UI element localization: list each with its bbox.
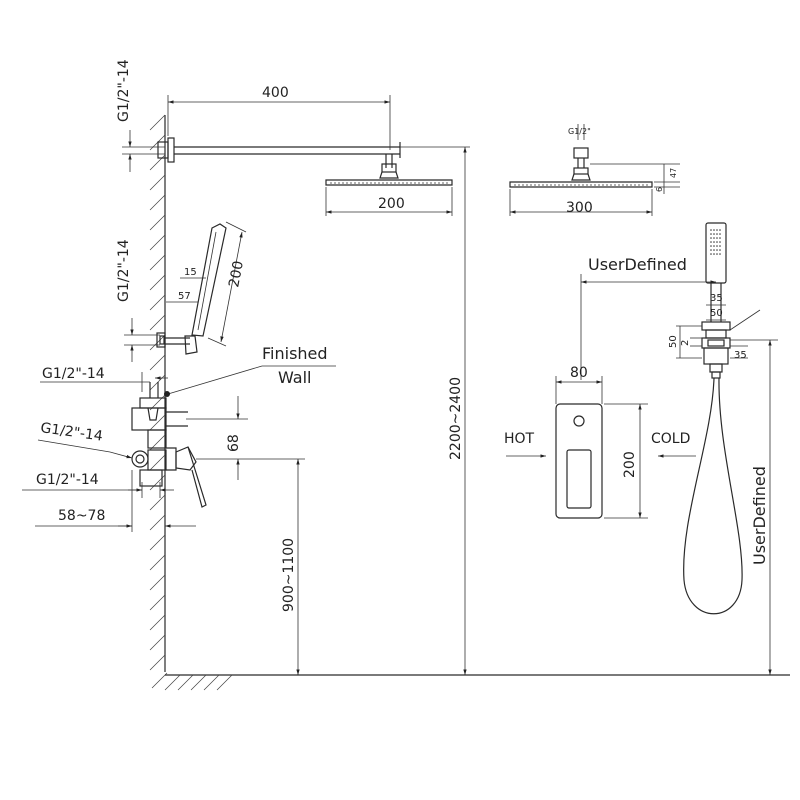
bracket-2-label: 2 [680, 340, 691, 346]
hand-shower-15-label: 15 [184, 267, 197, 278]
thread-left-2-label: G1/2"-14 [39, 420, 103, 445]
cold-label: COLD [651, 431, 690, 447]
head-height-47-label: 47 [669, 168, 678, 178]
hand-shower-bracket [701, 321, 731, 379]
hand-shower-holder [156, 223, 227, 355]
depth-dimension: 58~78 [35, 470, 196, 532]
hot-inlet: HOT [504, 431, 546, 458]
bracket-50-top-label: 50 [710, 308, 723, 319]
bracket-35-top-label: 35 [710, 293, 723, 304]
user-defined-horizontal-dimension: UserDefined [580, 255, 716, 380]
hand-shower-57-label: 57 [178, 291, 191, 302]
total-height-dimension: 2200~2400 [400, 146, 470, 675]
shower-hose [683, 377, 743, 615]
thread-left-1-label: G1/2"-14 [42, 366, 105, 382]
cold-inlet: COLD [651, 431, 696, 458]
total-height-label: 2200~2400 [448, 377, 464, 460]
head-thick-6-label: 6 [655, 187, 664, 192]
mixing-valve-body [131, 382, 207, 508]
top-thread-dimension: G1/2"-14 [116, 59, 165, 172]
panel-height-dimension: 200 [604, 403, 648, 519]
valve-height-dimension: 900~1100 [281, 459, 300, 675]
mid-thread-label: G1/2"-14 [116, 239, 132, 302]
rain-shower-head-300: G1/2" 300 [509, 124, 653, 216]
panel-width-label: 80 [570, 365, 588, 381]
depth-label: 58~78 [58, 508, 105, 524]
valve-panel-front [555, 403, 603, 519]
bracket-dimensions: 35 50 50 2 35 [668, 293, 761, 361]
head-width-200-label: 200 [378, 196, 405, 212]
shower-arm [157, 137, 401, 179]
hand-shower-front [705, 222, 727, 322]
panel-width-dimension: 80 [555, 365, 603, 404]
valve-68-label: 68 [226, 434, 242, 452]
finished-wall-label-1: Finished [262, 344, 328, 363]
floor [164, 674, 790, 691]
user-defined-top-label: UserDefined [588, 255, 687, 274]
finished-wall-callout: Finished Wall [164, 344, 336, 397]
arm-length-label: 400 [262, 85, 289, 101]
hand-shower-length-label: 200 [226, 259, 247, 288]
panel-height-label: 200 [622, 451, 638, 478]
valve-height-label: 900~1100 [281, 538, 297, 612]
thread-left-3: G1/2"-14 [22, 472, 174, 498]
hand-shower-dimensions: 200 15 57 [166, 221, 247, 347]
thread-left-3-label: G1/2"-14 [36, 472, 99, 488]
wall [149, 114, 168, 689]
bracket-50-side-label: 50 [668, 335, 679, 348]
rain-shower-head-200: 200 [325, 179, 453, 216]
user-defined-vertical-dimension: UserDefined [730, 339, 778, 675]
top-thread-label: G1/2"-14 [116, 59, 132, 122]
bracket-35-side-label: 35 [734, 350, 747, 361]
finished-wall-label-2: Wall [278, 368, 312, 387]
head-width-300-label: 300 [566, 200, 593, 216]
arm-length-dimension: 400 [167, 85, 391, 150]
hot-label: HOT [504, 431, 535, 447]
user-defined-side-label: UserDefined [750, 466, 769, 565]
mid-thread-dimension: G1/2"-14 [116, 239, 160, 362]
head-connector-label: G1/2" [568, 127, 591, 136]
head-height-dimension: 47 6 [590, 163, 680, 194]
finished-wall-dot [164, 391, 170, 397]
valve-68-dimension: 68 [186, 396, 305, 480]
thread-left-2: G1/2"-14 [37, 420, 133, 459]
thread-left-1: G1/2"-14 [40, 366, 168, 392]
